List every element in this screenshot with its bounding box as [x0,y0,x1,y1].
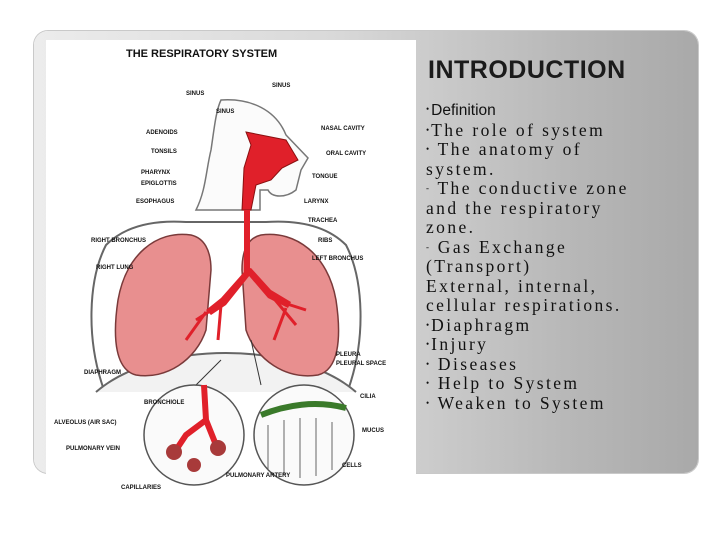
bullet-item: • Help to System [426,373,688,394]
bullet-marker: • [426,397,430,408]
bullet-text: (Transport) [426,256,532,276]
label-diaphragm: DIAPHRAGM [84,370,121,376]
label-cells: CELLS [342,463,362,469]
label-pharynx: PHARYNX [141,170,170,176]
label-cilia: CILIA [360,394,376,400]
label-right-lung: RIGHT LUNG [96,265,134,271]
bullet-marker: • [426,124,430,135]
bullet-text: The conductive zone [431,178,629,198]
bullet-continuation: system. [426,158,496,179]
bullet-marker: • [426,339,430,349]
bullet-text: cellular respirations. [426,295,622,315]
epithelial-cells [267,418,333,478]
bullet-item: •Diaphragm [426,314,688,336]
bullet-text: Diseases [431,353,519,374]
label-pleura: PLEURA [336,352,361,358]
bullet-list: •Definition •The role of system • The an… [426,100,688,413]
bullet-item: •Definition [426,100,688,121]
slide-title: INTRODUCTION [428,56,626,84]
bullet-text: External, internal, [426,275,598,296]
ribcage-outline [90,220,362,391]
label-tongue: TONGUE [312,174,338,180]
bullet-text: Help to System [431,373,580,393]
bullet-item: • Weaken to System [426,392,688,414]
bullet-continuation: and the respiratory [426,197,603,218]
label-trachea: TRACHEA [308,218,338,224]
bronchial-tree [184,294,307,341]
bullet-item: •The role of system [426,119,688,141]
bullet-text: zone. [426,217,476,237]
bullet-item: External, internal, [426,275,688,297]
bullet-item: •Injury [426,334,688,355]
bullet-text: The role of system [431,119,606,140]
bullet-marker: - [426,183,429,193]
bullet-item: • The anatomy of [426,139,688,160]
bullet-text: Gas Exchange [431,236,568,257]
label-epiglottis: EPIGLOTTIS [141,181,177,187]
label-pleural-space: PLEURAL SPACE [336,361,386,367]
bullet-item: - The conductive zone [426,178,688,199]
label-larynx: LARYNX [304,199,328,205]
label-nasal-cavity: NASAL CAVITY [321,126,365,132]
label-tonsils: TONSILS [151,149,177,155]
bullet-text: Diaphragm [431,314,532,335]
bullet-item: cellular respirations. [426,295,688,316]
alveolus-sac-3 [187,458,201,472]
alveolus-sac-1 [166,444,182,460]
bullet-text: Weaken to System [431,392,606,413]
label-sinus-mid: SINUS [216,109,234,115]
label-right-bronchus: RIGHT BRONCHUS [91,238,146,244]
bullet-item: - Gas Exchange [426,236,688,258]
upper-airway-shape [241,131,299,211]
label-oral-cavity: ORAL CAVITY [326,151,366,157]
bullet-marker: - [426,241,429,252]
label-ribs: RIBS [318,238,332,244]
bullet-text: Definition [431,102,496,119]
bullet-marker: • [426,358,430,369]
label-pulmonary-artery: PULMONARY ARTERY [226,473,290,479]
alveolus-sac-2 [210,440,226,456]
right-bronchus-shape [206,210,250,315]
bullet-item: • Diseases [426,353,688,375]
bullet-item: (Transport) [426,256,688,277]
label-left-bronchus: LEFT BRONCHUS [312,256,363,262]
bullet-marker: • [426,144,430,154]
label-esophagus: ESOPHAGUS [136,199,174,205]
respiratory-diagram: THE RESPIRATORY SYSTEM [46,40,416,492]
label-bronchiole: BRONCHIOLE [144,400,184,406]
zoom-line-right [250,339,262,386]
label-alveolus: ALVEOLUS (AIR SAC) [54,420,117,426]
bullet-marker: • [426,104,430,114]
bullet-text: Injury [431,334,489,354]
label-sinus-top: SINUS [272,83,290,89]
label-adenoids: ADENOIDS [146,130,178,136]
bullet-item: zone. [426,217,688,238]
label-capillaries: CAPILLARIES [121,485,161,491]
bullet-marker: • [426,319,430,330]
cilia-layer [259,401,347,418]
alveoli-bronchiole [173,384,219,452]
respiratory-system-illustration: THE RESPIRATORY SYSTEM [54,48,386,491]
label-pulmonary-vein: PULMONARY VEIN [66,446,120,452]
left-bronchus-shape [244,268,291,308]
zoom-line-left [195,359,222,386]
bullet-marker: • [426,378,430,388]
cilia-inset [253,384,355,486]
label-sinus-left: SINUS [186,91,204,97]
alveoli-inset [143,384,245,486]
diagram-title: THE RESPIRATORY SYSTEM [126,48,277,60]
label-mucus: MUCUS [362,428,384,434]
bullet-text: The anatomy of [431,139,583,159]
